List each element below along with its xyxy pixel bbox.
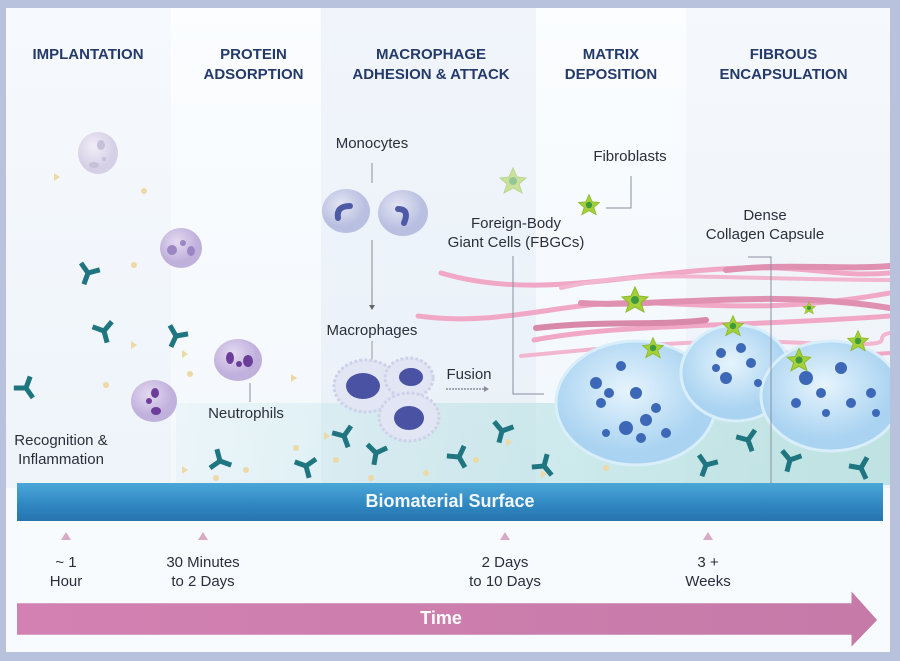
timeline-tick-marker (198, 532, 208, 540)
timeline-label-2-10-days: 2 Days to 10 Days (469, 554, 541, 590)
timeline-label-30min-2days: 30 Minutes to 2 Days (166, 554, 240, 590)
label-neutrophils: Neutrophils (208, 405, 284, 422)
label-dense-collagen-capsule: Dense Collagen Capsule (705, 207, 825, 243)
phase-title-protein-adsorption: PROTEIN ADSORPTION (203, 46, 304, 83)
time-arrow (17, 591, 878, 647)
label-fbgc: Foreign-Body Giant Cells (FBGCs) (447, 215, 585, 251)
phase-title-fibrous-encapsulation: FIBROUS ENCAPSULATION (719, 46, 848, 83)
phase-title-macrophage-adhesion: MACROPHAGE ADHESION & ATTACK (352, 46, 510, 83)
timeline-label-1-hour: ~ 1 Hour (49, 554, 83, 590)
cell-neutrophil (131, 380, 177, 422)
phase-title-implantation: IMPLANTATION (32, 46, 144, 63)
macrophages (332, 356, 441, 443)
biomaterial-surface-bar: Biomaterial Surface (17, 483, 883, 521)
label-fibroblasts: Fibroblasts (593, 148, 667, 165)
timeline-tick-marker (500, 532, 510, 540)
timeline-label-3-weeks: 3 + Weeks (685, 554, 731, 590)
label-fusion: Fusion (446, 366, 492, 383)
monocytes (322, 189, 428, 236)
protein-particles (54, 173, 609, 481)
diagram-frame: IMPLANTATION PROTEIN ADSORPTION MACROPHA… (6, 8, 890, 652)
phase-title-matrix-deposition: MATRIX DEPOSITION (564, 46, 658, 83)
label-monocytes: Monocytes (335, 135, 409, 152)
label-macrophages: Macrophages (326, 322, 418, 339)
cell-pale (78, 132, 118, 174)
fbgc-cells (554, 323, 890, 467)
timeline-tick-marker (61, 532, 71, 540)
cell-neutrophil-2 (214, 339, 262, 381)
label-recognition-inflammation: Recognition & Inflammation (14, 432, 108, 468)
timeline-tick-marker (703, 532, 713, 540)
leader-lines (249, 163, 772, 483)
illustration (6, 132, 890, 488)
biomaterial-surface-label: Biomaterial Surface (365, 491, 535, 511)
time-axis-label: Time (420, 608, 462, 628)
cell-neutrophil-small (160, 228, 202, 268)
